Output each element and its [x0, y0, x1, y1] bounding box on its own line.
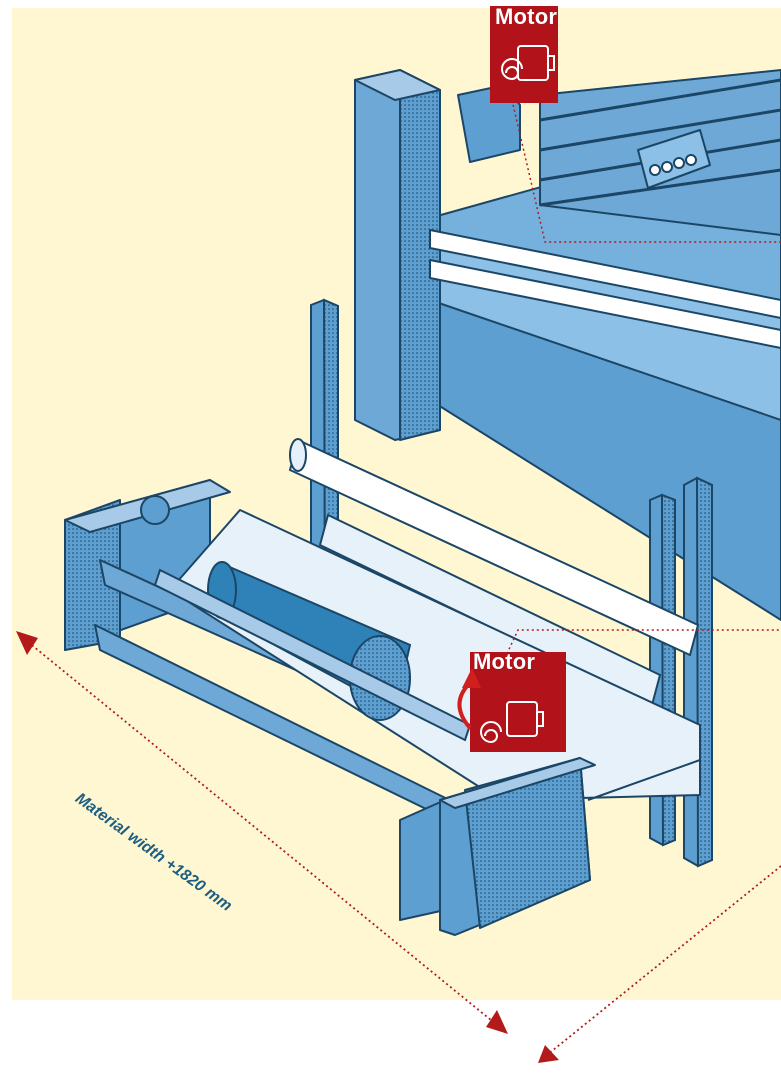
motor-label-top: Motor — [495, 4, 558, 29]
arrowhead-icon — [486, 1010, 508, 1034]
motor-top — [490, 6, 558, 103]
motor-label-bottom: Motor — [473, 649, 536, 674]
fabric-roll — [153, 561, 472, 742]
reference-lines — [489, 99, 781, 691]
dimension-line — [16, 631, 781, 1063]
upper-machine — [354, 69, 781, 621]
rotation-arrow-icon — [457, 683, 472, 730]
arrowhead-icon — [538, 1045, 559, 1063]
motor-icon — [501, 45, 555, 81]
motor-icon — [480, 701, 544, 744]
motor-bottom — [457, 652, 566, 752]
arrowhead-icon — [16, 631, 38, 655]
